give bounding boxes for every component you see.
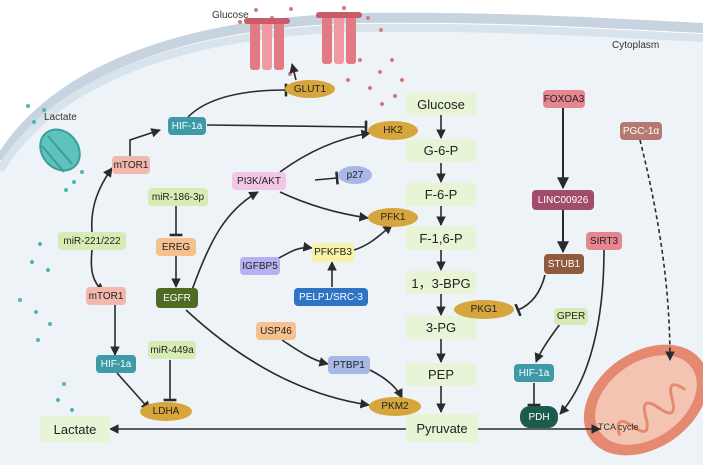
enzyme-pfk1: PFK1 xyxy=(368,208,418,227)
membrane-inner xyxy=(0,23,703,173)
lactate-external-label: Lactate xyxy=(44,112,77,123)
regulator-egfr: EGFR xyxy=(156,288,198,308)
regulator-stub1: STUB1 xyxy=(544,254,584,274)
metabolite-f16p: F-1,6-P xyxy=(406,226,476,250)
regulator-pi3k-akt: PI3K/AKT xyxy=(232,172,286,190)
regulator-hif1a-bottom: HIF-1a xyxy=(96,355,136,373)
regulator-pelp1-src3: PELP1/SRC-3 xyxy=(294,288,368,306)
regulator-igfbp5: IGFBP5 xyxy=(240,257,280,275)
regulator-pgc1a: PGC-1α xyxy=(620,122,662,140)
regulator-foxo3: FOXOA3 xyxy=(543,90,585,108)
regulator-ptbp1: PTBP1 xyxy=(328,356,370,374)
metabolite-3pg: 3-PG xyxy=(406,316,476,339)
regulator-sirt3: SIRT3 xyxy=(586,232,622,250)
metabolite-pyruvate: Pyruvate xyxy=(406,414,478,442)
regulator-mtor1-top: mTOR1 xyxy=(112,156,150,174)
regulator-linc00926: LINC00926 xyxy=(532,190,594,210)
enzyme-pfkfb3: PFKFB3 xyxy=(312,243,354,262)
metabolite-glucose: Glucose xyxy=(406,93,476,115)
glucose-external-label: Glucose xyxy=(212,10,249,21)
regulator-p27: p27 xyxy=(338,166,372,184)
glut1-channel-right-icon xyxy=(316,12,362,64)
regulator-mtor1-bottom: mTOR1 xyxy=(86,287,126,305)
regulator-hif1a-right: HIF-1a xyxy=(514,364,554,382)
metabolite-g6p: G-6-P xyxy=(406,139,476,162)
enzyme-pkm2: PKM2 xyxy=(369,397,421,416)
metabolite-lactate: Lactate xyxy=(40,416,110,442)
enzyme-pdh: PDH xyxy=(520,406,558,428)
regulator-gper: GPER xyxy=(554,308,588,325)
regulator-mir221-222: miR-221/222 xyxy=(58,232,126,250)
enzyme-hk2: HK2 xyxy=(368,121,418,140)
cytoplasm-label: Cytoplasm xyxy=(612,40,660,51)
metabolite-pep: PEP xyxy=(406,363,476,386)
enzyme-ldha: LDHA xyxy=(140,402,192,421)
metabolite-13bpg: 1，3-BPG xyxy=(406,271,476,294)
enzyme-glut1: GLUT1 xyxy=(285,80,335,98)
regulator-mir449a: miR-449a xyxy=(148,341,196,359)
regulator-mir186-3p: miR-186-3p xyxy=(148,188,208,206)
regulator-hif1a-top: HIF-1a xyxy=(168,117,206,135)
enzyme-pkg1: PKG1 xyxy=(454,300,514,319)
lactate-dots xyxy=(18,104,84,412)
mitochondrion-icon xyxy=(583,344,703,456)
membrane-outer xyxy=(0,12,703,163)
regulator-ereg: EREG xyxy=(156,238,196,256)
regulator-usp46: USP46 xyxy=(256,322,296,340)
glucose-dots xyxy=(238,6,404,106)
lactate-transporter-icon xyxy=(39,128,81,173)
tca-cycle-label: TCA cycle xyxy=(598,422,639,432)
metabolite-f6p: F-6-P xyxy=(406,183,476,206)
glut1-channel-left-icon xyxy=(244,18,290,70)
